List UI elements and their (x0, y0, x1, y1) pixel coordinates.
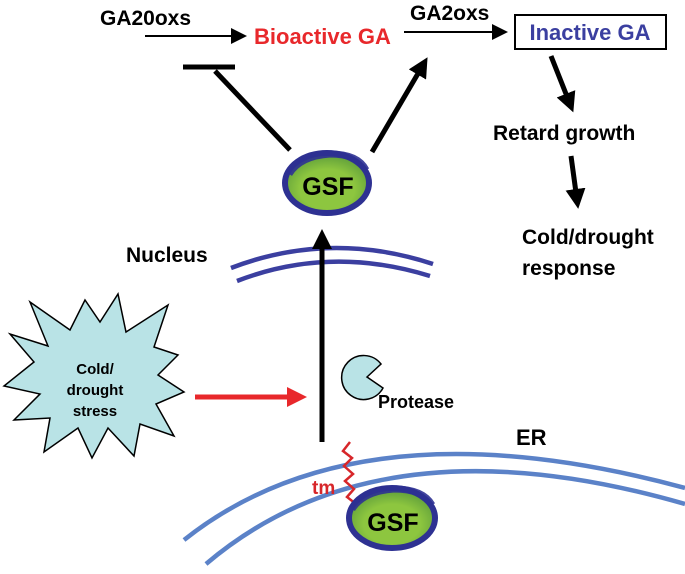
stress-label-line1: Cold/ (76, 361, 114, 378)
er-membrane-inner (204, 469, 685, 566)
ga2oxs-label: GA2oxs (410, 2, 489, 25)
er-membrane-outer (182, 451, 685, 542)
stress-burst-shape (2, 292, 186, 460)
retard-to-response-arrow (565, 155, 586, 209)
er-label: ER (516, 425, 547, 450)
inactive-to-retard-arrow (548, 55, 576, 113)
inactive-ga-label: Inactive GA (529, 20, 650, 45)
protease-shape (340, 354, 384, 401)
tm-zigzag (341, 441, 358, 511)
gsf-nuclear: GSF (282, 150, 372, 216)
gsf-to-ga2oxs-arrow (369, 57, 428, 154)
inhibition-line (213, 69, 292, 152)
retard-growth-label: Retard growth (493, 122, 635, 145)
response-label-line2: response (522, 257, 615, 280)
inactive-ga-box (514, 14, 667, 50)
stress-label-line3: stress (73, 403, 117, 420)
gsf-membrane: GSF (346, 485, 438, 551)
ga20oxs-label: GA20oxs (100, 7, 191, 30)
bioactive-ga-label: Bioactive GA (254, 24, 391, 49)
protease-label: Protease (378, 392, 454, 412)
nucleus-membrane-inner (236, 259, 431, 284)
nucleus-label: Nucleus (126, 244, 208, 267)
gsf-nuclear-label: GSF (302, 173, 353, 201)
nucleus-membrane-outer (230, 245, 434, 271)
response-label-line1: Cold/drought (522, 226, 654, 249)
gsf-membrane-label: GSF (367, 509, 418, 537)
stress-label-line2: drought (67, 382, 124, 399)
tm-label: tm (312, 478, 335, 499)
stress-burst: Cold/ drought stress (2, 292, 186, 460)
